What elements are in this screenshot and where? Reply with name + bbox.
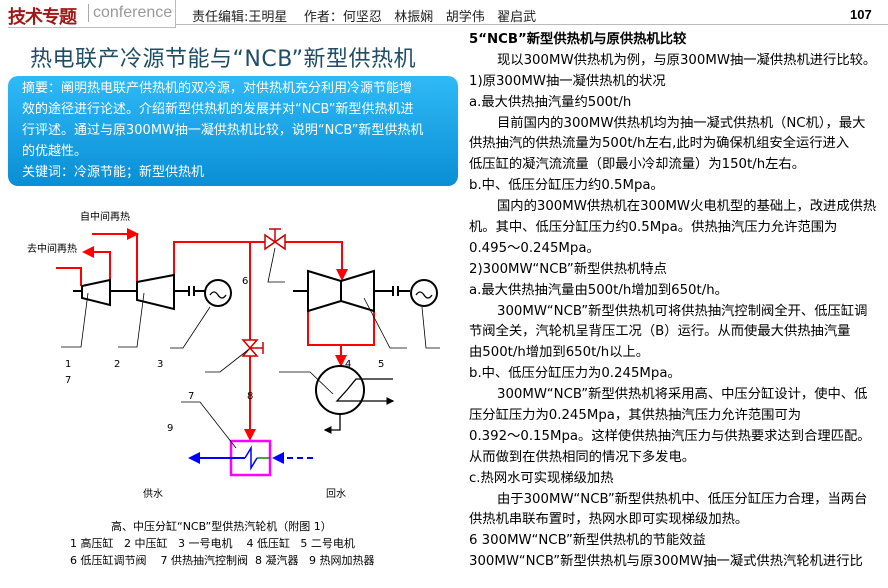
editor-authors: 责任编辑:王明星 作者：何坚忍 林振娴 胡学伟 翟启武 bbox=[192, 10, 537, 25]
label-supply-water: 供水 bbox=[143, 487, 163, 500]
abstract-line: 行评述。通过与原300MW抽一凝供热机比较，说明“NCB”新型供热机 bbox=[22, 123, 424, 138]
body-line: c.热网水可实现梯级加热 bbox=[469, 470, 614, 486]
reheat-out-line bbox=[82, 246, 111, 280]
label-7a: 7 bbox=[65, 375, 71, 386]
lp-cylinder-right bbox=[340, 269, 375, 313]
body-line: b.中、低压分缸压力为0.245Mpa。 bbox=[469, 366, 681, 382]
label-6: 6 bbox=[242, 276, 248, 287]
body-line: 0.495～0.245Mpa。 bbox=[469, 240, 600, 256]
body-line: 1)原300MW抽一凝供热机的状况 bbox=[469, 73, 666, 89]
keywords: 关键词：冷源节能；新型供热机 bbox=[22, 165, 205, 180]
conference-label: conference bbox=[88, 4, 172, 22]
article-body: 5“NCB”新型供热机与原供热机比较现以300MW供热机为例，与原300MW抽一… bbox=[469, 30, 885, 573]
section-logo: 技术专题 bbox=[8, 7, 77, 28]
abstract-box: 摘要：阐明热电联产供热机的双冷源，对供热机充分利用冷源节能增 效的途径进行论述。… bbox=[8, 76, 458, 186]
body-line: 300MW“NCB”新型供热机与原300MW抽一凝式供热汽轮机进行比 bbox=[469, 554, 863, 570]
reheat-in-line bbox=[92, 233, 138, 282]
body-line: 国内的300MW供热机在300MW火电机型的基础上，改进成供热 bbox=[497, 199, 877, 215]
body-line: 300MW“NCB”新型供热机可将供热抽汽控制阀全开、低压缸调 bbox=[497, 303, 868, 319]
body-line: 300MW“NCB”新型供热机将采用高、中压分缸设计，使中、低 bbox=[497, 387, 868, 403]
exhaust-line bbox=[307, 311, 375, 346]
section-heading: 5“NCB”新型供热机与原供热机比较 bbox=[469, 32, 687, 47]
ip-cylinder bbox=[136, 273, 175, 311]
body-line: 供热抽汽的供热流量为500t/h左右,此时为确保机组安全运行进入 bbox=[469, 136, 850, 152]
label-1: 1 bbox=[65, 359, 71, 370]
body-line: 供热机串联布置时，热网水即可实现梯级加热。 bbox=[469, 512, 749, 528]
article-title: 热电联产冷源节能与“NCB”新型供热机 bbox=[30, 47, 417, 72]
header-logo-box bbox=[8, 0, 176, 28]
generator-2-icon bbox=[410, 279, 438, 307]
abstract-line: 效的途径进行论述。介绍新型供热机的发展并对“NCB”新型供热机进 bbox=[22, 102, 414, 117]
figure-legend-line: 1 高压缸 2 中压缸 3 一号电机 4 低压缸 5 二号电机 bbox=[70, 537, 355, 550]
lp-control-valve-icon bbox=[264, 228, 286, 251]
label-from-reheat: 自中间再热 bbox=[80, 210, 130, 223]
label-2: 2 bbox=[114, 359, 120, 370]
hp-cylinder bbox=[81, 278, 111, 307]
main-steam-line bbox=[56, 267, 82, 286]
label-3: 3 bbox=[157, 359, 163, 370]
header-divider bbox=[176, 24, 888, 25]
body-line: a.最大供热抽汽量约500t/h bbox=[469, 94, 632, 110]
label-5: 5 bbox=[378, 359, 384, 370]
body-line: 由于300MW“NCB”新型供热机中、低压分缸压力合理，当两台 bbox=[497, 491, 868, 507]
body-line: 从而做到在供热相同的情况下多发电。 bbox=[469, 449, 696, 465]
body-line: b.中、低压分缸压力约0.5Mpa。 bbox=[469, 178, 664, 194]
body-line: 0.392～0.15Mpa。这样使供热抽汽压力与供热要求达到合理匹配。 bbox=[469, 428, 871, 444]
figure-legend-line: 6 低压缸调节阀 7 供热抽汽控制阀 8 凝汽器 9 热网加热器 bbox=[70, 554, 375, 567]
condenser-icon bbox=[315, 365, 365, 415]
extraction-valve-icon bbox=[241, 339, 264, 357]
label-9: 9 bbox=[167, 423, 173, 434]
generator-1-icon bbox=[204, 279, 232, 307]
body-line: 低压缸的凝汽流流量（即最小冷却流量）为150t/h左右。 bbox=[469, 157, 806, 173]
body-line: 6 300MW“NCB”新型供热机的节能效益 bbox=[469, 533, 706, 549]
label-return-water: 回水 bbox=[326, 488, 346, 500]
label-4: 4 bbox=[345, 359, 351, 370]
body-line: 节阀全关，汽轮机呈背压工况（B）运行。从而使最大供热抽汽量 bbox=[469, 324, 851, 340]
body-line: 机。其中、低压分缸压力约0.5Mpa。供热抽汽压力允许范围为 bbox=[469, 220, 838, 236]
body-line: a.最大供热抽汽量由500t/h增加到650t/h。 bbox=[469, 282, 728, 298]
body-line: 2)300MW“NCB”新型供热机特点 bbox=[469, 261, 667, 277]
abstract-line: 摘要：阐明热电联产供热机的双冷源，对供热机充分利用冷源节能增 bbox=[22, 81, 413, 96]
figure-caption: 高、中压分缸“NCB”型供热汽轮机（附图 1） bbox=[111, 520, 332, 533]
crossover-line bbox=[173, 241, 348, 281]
body-line: 目前国内的300MW供热机均为抽一凝式供热机（NC机），最大 bbox=[497, 115, 866, 131]
lp-cylinder-left bbox=[307, 269, 342, 313]
label-8: 8 bbox=[247, 391, 253, 402]
label-to-reheat: 去中间再热 bbox=[27, 242, 77, 255]
turbine-diagram: 自中间再热 去中间再热 1 2 3 7 6 4 5 7 8 9 供水 回水 bbox=[27, 210, 440, 500]
body-line: 压分缸压力为0.245Mpa，其供热抽汽压力允许范围可为 bbox=[469, 408, 802, 424]
leader-lines bbox=[61, 247, 440, 449]
body-line: 由500t/h增加到650t/h以上。 bbox=[469, 345, 650, 361]
body-line: 现以300MW供热机为例，与原300MW抽一凝供热机进行比较。 bbox=[497, 52, 877, 68]
page-number: 107 bbox=[850, 7, 872, 22]
label-7: 7 bbox=[188, 391, 194, 402]
abstract-line: 的优越性。 bbox=[22, 144, 88, 159]
